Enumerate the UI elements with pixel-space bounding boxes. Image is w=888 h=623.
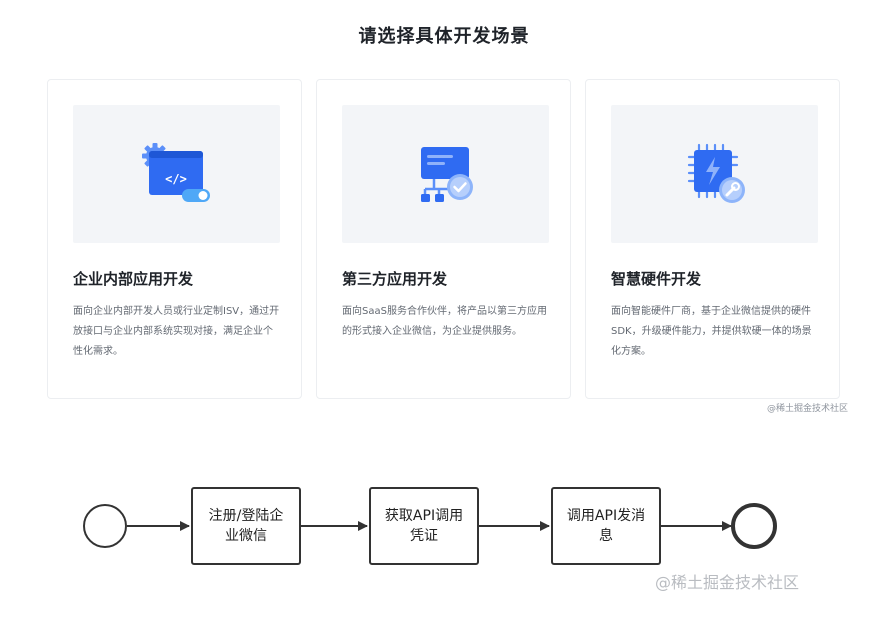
flow-connectors [83, 503, 777, 549]
card-title: 智慧硬件开发 [611, 270, 702, 288]
card-description: 面向企业内部开发人员或行业定制ISV，通过开放接口与企业内部系统实现对接，满足企… [73, 306, 280, 357]
chip-wrench-icon [687, 143, 745, 203]
flow-step-label: 注册/登陆企 [208, 508, 284, 524]
flow-step-send-message: 调用API发消 息 [551, 487, 661, 565]
card-description: 面向SaaS服务合作伙伴，将产品以第三方应用的形式接入企业微信，为企业提供服务。 [342, 306, 547, 337]
card-description: 面向智能硬件厂商，基于企业微信提供的硬件SDK，升级硬件能力，并提供软硬一体的场… [611, 306, 812, 357]
watermark: @稀土掘金技术社区 [766, 404, 848, 414]
card-third-party-app[interactable]: 第三方应用开发 面向SaaS服务合作伙伴，将产品以第三方应用的形式接入企业微信，… [316, 79, 571, 399]
flow-step-label: 调用API发消 [566, 508, 646, 524]
page-title: 请选择具体开发场景 [358, 26, 530, 47]
flow-step-label: 业微信 [225, 528, 267, 544]
card-smart-hardware[interactable]: 智慧硬件开发 面向智能硬件厂商，基于企业微信提供的硬件SDK，升级硬件能力，并提… [585, 79, 840, 399]
card-illustration: </> [73, 105, 280, 243]
start-event-icon [83, 504, 127, 548]
code-window-icon: </> [142, 143, 210, 202]
card-internal-app[interactable]: </> 企业内部应用开发 面向企业内部开发人员或行业定制ISV，通过开放接口与企… [47, 79, 302, 399]
network-check-icon [421, 147, 473, 202]
card-illustration [342, 105, 549, 243]
flow-step-register-login: 注册/登陆企 业微信 [191, 487, 301, 565]
watermark: @稀土掘金技术社区 [655, 573, 800, 592]
card-title: 企业内部应用开发 [73, 270, 194, 288]
card-illustration [611, 105, 818, 243]
flow-step-label: 凭证 [410, 528, 438, 544]
flow-step-label: 息 [599, 528, 613, 544]
end-event-icon [731, 503, 777, 549]
flow-diagram: 注册/登陆企 业微信 获取API调用 凭证 调用API发消 息 [0, 440, 888, 623]
flow-step-label: 获取API调用 [384, 508, 464, 524]
card-title: 第三方应用开发 [342, 270, 448, 288]
svg-text:</>: </> [165, 172, 187, 186]
flow-step-get-credential: 获取API调用 凭证 [369, 487, 479, 565]
